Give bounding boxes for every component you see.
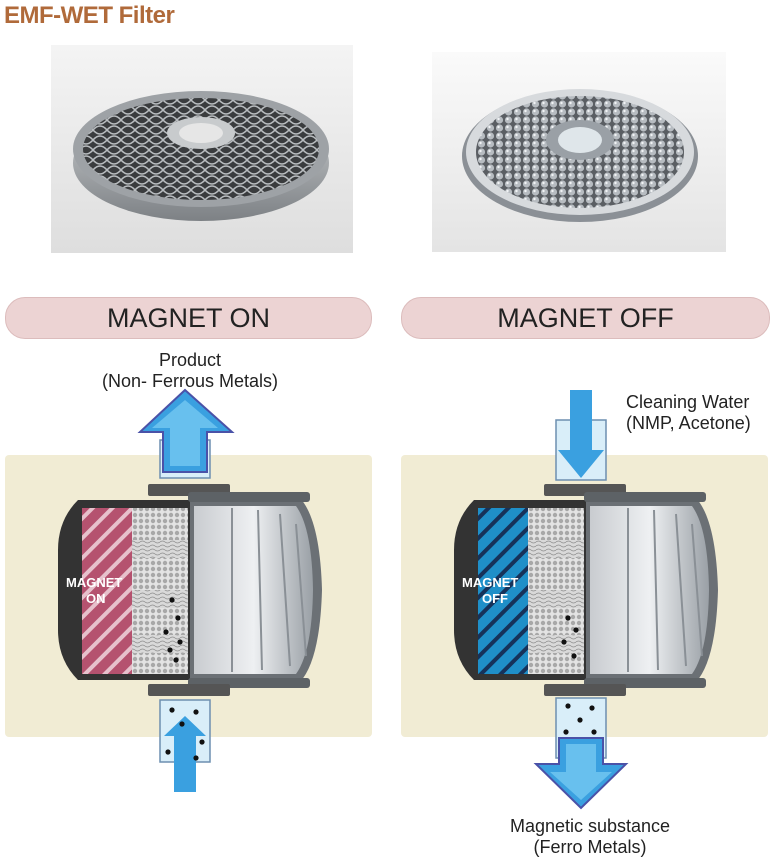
magnet-off-header: MAGNET OFF <box>401 297 770 339</box>
magnetic-substance-caption-line2: (Ferro Metals) <box>533 837 647 857</box>
magnetic-substance-caption: Magnetic substance (Ferro Metals) <box>470 816 710 858</box>
magnet-on-label-line2: ON <box>86 591 106 606</box>
ball-filter-photo <box>432 52 726 252</box>
product-caption: Product (Non- Ferrous Metals) <box>70 350 310 392</box>
magnetic-substance-caption-line1: Magnetic substance <box>509 816 671 836</box>
magnet-on-diagram <box>58 388 322 792</box>
magnet-off-label-line1: MAGNET <box>462 575 519 590</box>
magnet-on-label: MAGNET ON <box>66 575 122 607</box>
mesh-filter-photo <box>51 45 353 253</box>
page-title: EMF-WET Filter <box>4 2 175 29</box>
magnet-off-diagram <box>454 390 718 810</box>
product-caption-line1: Product <box>158 350 222 370</box>
product-caption-line2: (Non- Ferrous Metals) <box>101 371 279 391</box>
magnet-on-header: MAGNET ON <box>5 297 372 339</box>
magnet-off-label: MAGNET OFF <box>462 575 518 607</box>
magnet-on-label-line1: MAGNET <box>66 575 123 590</box>
cleaning-water-caption-line2: (NMP, Acetone) <box>626 413 751 433</box>
cleaning-water-caption: Cleaning Water (NMP, Acetone) <box>626 392 773 434</box>
magnet-off-label-line2: OFF <box>482 591 508 606</box>
cleaning-water-caption-line1: Cleaning Water <box>626 392 750 412</box>
